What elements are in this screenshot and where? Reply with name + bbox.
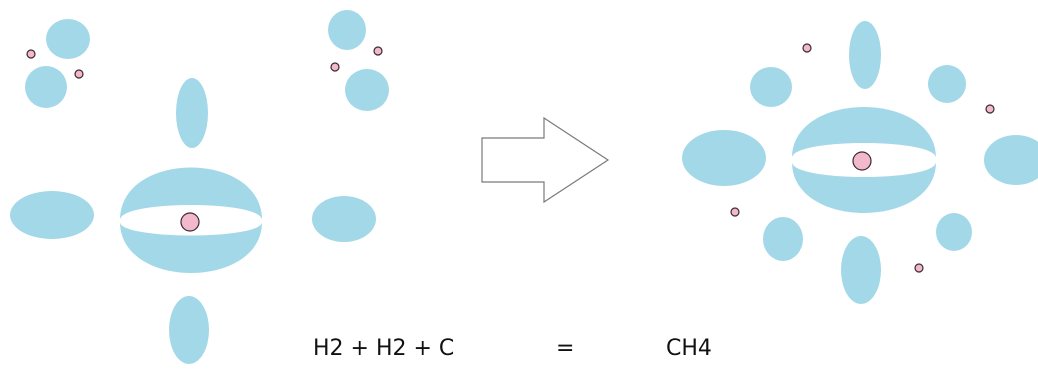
equation-equals-sign: = <box>556 336 575 361</box>
h-orbital-lobe <box>750 67 792 107</box>
h-orbital-lobe <box>345 69 389 111</box>
nucleus <box>852 151 872 171</box>
nucleus <box>180 212 200 232</box>
s-orbital-lower <box>120 222 262 273</box>
h-orbital-lobe <box>328 10 366 50</box>
equation-product: CH4 <box>666 336 712 361</box>
h-orbital-lobe <box>25 66 67 108</box>
p-orbital-lobe <box>682 130 766 186</box>
electron <box>985 104 995 114</box>
p-orbital-lobe <box>176 78 208 148</box>
electron <box>914 263 924 273</box>
electron <box>730 207 740 217</box>
h2-molecule-left <box>25 19 90 108</box>
h-orbital-lobe <box>936 213 972 251</box>
electron <box>330 62 340 72</box>
electron <box>74 69 84 79</box>
ch4-molecule <box>682 21 1038 304</box>
carbon-atom <box>10 78 376 364</box>
p-orbital-lobe <box>10 191 94 239</box>
p-orbital-lobe <box>841 236 881 304</box>
h2-molecule-right <box>328 10 389 111</box>
reaction-arrow <box>481 116 610 204</box>
h-orbital-lobe <box>928 65 966 103</box>
equation-reactants: H2 + H2 + C <box>313 336 455 361</box>
h-orbital-lobe <box>763 217 803 261</box>
electron <box>26 49 36 59</box>
p-orbital-lobe <box>169 296 209 364</box>
h-orbital-lobe <box>46 19 90 59</box>
p-orbital-lobe <box>849 21 881 89</box>
s-orbital-lower <box>792 162 936 213</box>
electron <box>373 46 383 56</box>
s-orbital-upper <box>792 107 936 158</box>
electron <box>802 43 812 53</box>
p-orbital-lobe <box>984 135 1038 185</box>
p-orbital-lobe <box>312 196 376 242</box>
s-orbital-upper <box>120 167 262 220</box>
